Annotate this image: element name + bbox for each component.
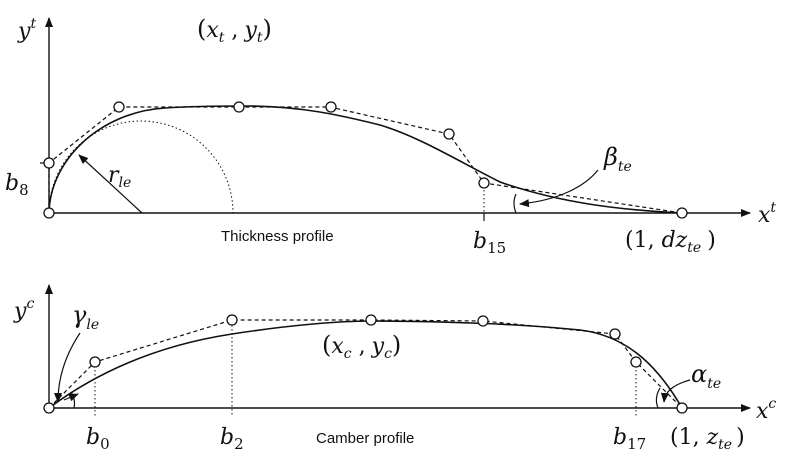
camber-control-point: [43, 402, 55, 414]
leading-edge-radius-label: rle: [108, 163, 131, 191]
thickness-control-point: [676, 207, 688, 219]
thickness-x-axis-label: xt: [758, 200, 776, 228]
camber-y-axis-label: yc: [13, 296, 34, 324]
camber-control-point: [89, 356, 101, 368]
thickness-curve: [48, 105, 683, 214]
radius-arrow: [78, 154, 143, 214]
camber-control-point: [609, 328, 621, 340]
alpha-te-label: αte: [691, 360, 721, 392]
b8-label: b8: [5, 171, 29, 199]
thickness-control-point: [325, 101, 337, 113]
camber-profile-caption: Camber profile: [316, 430, 414, 447]
camber-control-point: [365, 314, 377, 326]
thickness-y-axis-label: yt: [17, 16, 36, 44]
gamma-pointer-arrow: [54, 332, 81, 403]
camber-panel: yc xc γle (xc ,yc) αte b0 b2 b17 (1, zte…: [13, 284, 776, 453]
camber-control-point: [676, 402, 688, 414]
b2-label: b2: [220, 425, 244, 453]
alpha-pointer-arrow: [660, 379, 691, 403]
thickness-profile-caption: Thickness profile: [221, 228, 334, 245]
b15-label: b15: [473, 229, 506, 257]
b17-label: b17: [613, 425, 646, 453]
thickness-control-point: [43, 157, 55, 169]
thickness-control-point: [233, 101, 245, 113]
camber-control-point: [630, 356, 642, 368]
alpha-angle-arc: [655, 387, 661, 409]
beta-te-label: βte: [603, 143, 632, 175]
beta-angle-arc: [513, 193, 517, 214]
thickness-control-point: [443, 128, 455, 140]
camber-x-axis-label: xc: [756, 396, 776, 424]
camber-point-label: (xc ,yc): [322, 331, 401, 362]
gamma-small-arrow: [63, 393, 79, 402]
thickness-control-point: [43, 207, 55, 219]
gamma-angle-arc: [70, 391, 76, 409]
thickness-endpoint-label: (1, dzte): [625, 228, 716, 256]
thickness-panel: yt xt (xt ,yt) b8 rle βte b15 (1, dzte) …: [5, 15, 776, 257]
camber-control-point: [226, 314, 238, 326]
beta-pointer-arrow: [519, 169, 599, 208]
camber-control-point: [477, 315, 489, 327]
camber-endpoint-label: (1, zte): [670, 425, 745, 453]
thickness-control-point: [478, 177, 490, 189]
thickness-point-label: (xt ,yt): [197, 15, 272, 46]
gamma-le-label: γle: [72, 301, 99, 333]
leading-edge-circle: [48, 120, 234, 214]
thickness-control-point: [113, 101, 125, 113]
b0-label: b0: [86, 425, 110, 453]
thickness-control-polygon: [48, 106, 683, 214]
